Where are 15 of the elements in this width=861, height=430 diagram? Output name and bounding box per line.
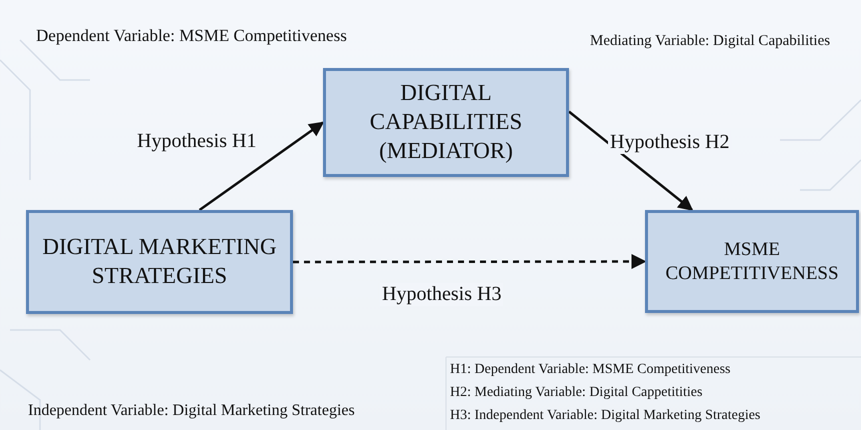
arrow: [568, 110, 694, 211]
legend-note: H3: Independent Variable: Digital Marketing Strategies: [450, 408, 760, 424]
legend-note: H2: Mediating Variable: Digital Cappetitities: [450, 385, 702, 401]
variable-box: DIGITAL CAPABILITIES (MEDIATOR): [323, 68, 569, 177]
edge-label: Hypothesis H3: [380, 283, 504, 306]
variable-box: DIGITAL MARKETING STRATEGIES: [26, 210, 293, 314]
arrow: [293, 254, 646, 270]
edge-label: Hypothesis H1: [135, 130, 258, 153]
variable-note: Independent Variable: Digital Marketing Strategies: [28, 402, 355, 420]
variable-note: Mediating Variable: Digital Capabilities: [590, 33, 830, 50]
variable-note: Dependent Variable: MSME Competitiveness: [36, 26, 347, 46]
arrow: [198, 121, 324, 212]
edge-label: Hypothesis H2: [608, 131, 732, 154]
variable-box: MSME COMPETITIVENESS: [645, 210, 859, 313]
legend-note: H1: Dependent Variable: MSME Competitiveness: [450, 362, 730, 378]
